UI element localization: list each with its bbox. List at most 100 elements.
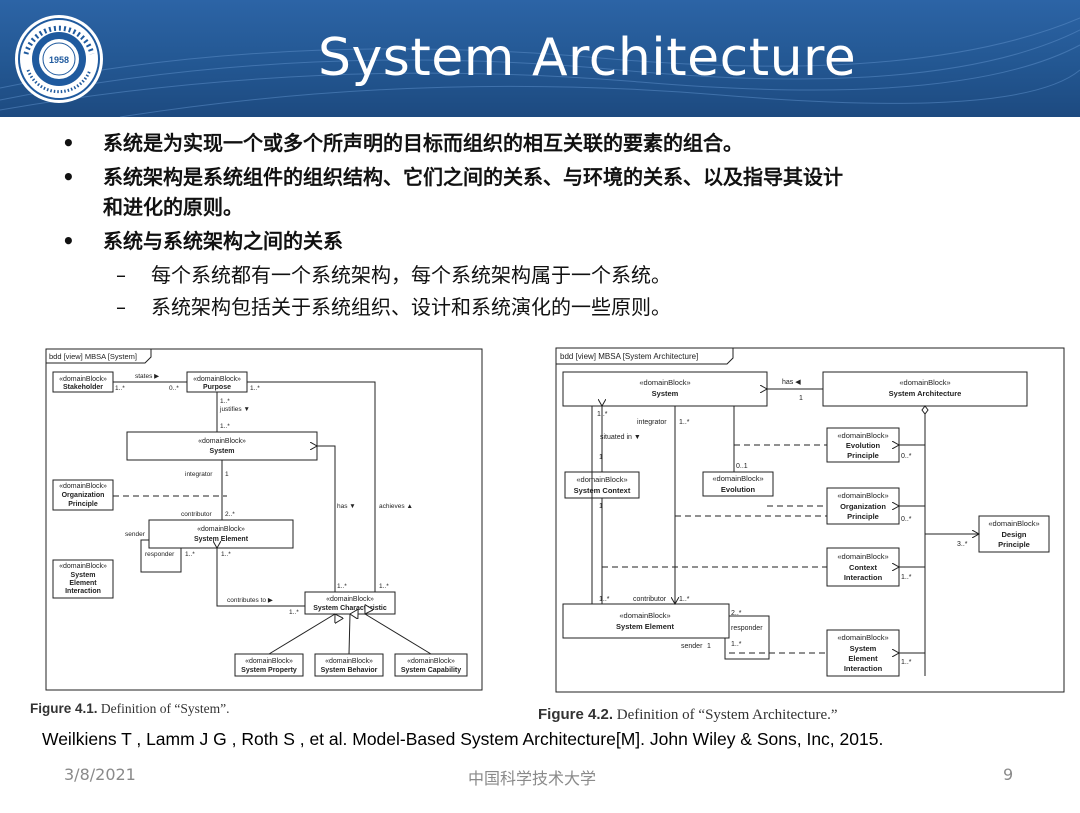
svg-text:Element: Element: [69, 580, 97, 587]
bullet-text: 系统与系统架构之间的关系: [103, 229, 343, 253]
bullet-text-line: 和进化的原则。: [103, 195, 243, 219]
svg-text:System Characteristic: System Characteristic: [313, 605, 387, 612]
footer-institution: 中国科学技术大学: [468, 769, 597, 788]
svg-text:Interaction: Interaction: [65, 588, 101, 595]
svg-text:0..1: 0..1: [736, 463, 748, 470]
svg-text:Principle: Principle: [847, 512, 879, 521]
svg-text:System Property: System Property: [241, 667, 297, 674]
sub-bullet-marker: –: [116, 295, 126, 319]
frame-label: bdd [view] MBSA [System Architecture]: [560, 352, 698, 361]
svg-text:1..*: 1..*: [220, 423, 230, 430]
caption-text: Definition of “System Architecture.”: [616, 707, 838, 723]
svg-text:1: 1: [707, 643, 711, 650]
svg-text:«domainBlock»: «domainBlock»: [837, 431, 888, 440]
svg-text:responder: responder: [145, 551, 175, 558]
svg-text:System: System: [210, 448, 235, 455]
slide-title: System Architecture: [318, 28, 857, 88]
system-element-interaction-block: [52, 559, 114, 599]
svg-text:1..*: 1..*: [599, 596, 610, 603]
figure-4-2-caption: Figure 4.2. Definition of “System Archit…: [538, 706, 838, 724]
bullet-list: • 系统是为实现一个或多个所声明的目标而组织的相互关联的要素的组合。 • 系统架…: [60, 128, 1060, 324]
svg-text:«domainBlock»: «domainBlock»: [988, 519, 1039, 528]
svg-text:1..*: 1..*: [731, 641, 742, 648]
system-element-block: [562, 603, 730, 639]
svg-text:1..*: 1..*: [901, 659, 912, 666]
svg-text:System: System: [652, 389, 679, 398]
reference-citation: Weilkiens T , Lamm J G , Roth S , et al.…: [42, 729, 884, 749]
system-architecture-block: [822, 371, 1028, 407]
svg-text:Purpose: Purpose: [203, 384, 231, 391]
evolution-block: [702, 471, 774, 497]
svg-text:System Element: System Element: [616, 622, 674, 631]
svg-text:Organization: Organization: [62, 492, 105, 499]
svg-text:1: 1: [799, 395, 803, 402]
svg-text:Interaction: Interaction: [844, 573, 883, 582]
svg-text:Evolution: Evolution: [846, 441, 881, 450]
bullet-marker: •: [62, 229, 75, 253]
svg-text:«domainBlock»: «domainBlock»: [59, 376, 107, 383]
svg-text:contributor: contributor: [633, 596, 667, 603]
svg-text:integrator: integrator: [185, 471, 213, 478]
svg-text:0..*: 0..*: [901, 516, 912, 523]
banner-decoration: [0, 17, 1080, 117]
svg-text:«domainBlock»: «domainBlock»: [899, 378, 950, 387]
svg-text:Evolution: Evolution: [721, 485, 756, 494]
svg-text:0..*: 0..*: [901, 453, 912, 460]
system-block: [562, 371, 768, 407]
svg-text:1..*: 1..*: [597, 411, 608, 418]
svg-text:1..*: 1..*: [185, 551, 195, 558]
svg-text:System: System: [850, 644, 877, 653]
svg-text:Design: Design: [1001, 530, 1026, 539]
svg-text:contributor: contributor: [181, 511, 213, 518]
svg-text:1: 1: [599, 454, 603, 461]
svg-text:«domainBlock»: «domainBlock»: [639, 378, 690, 387]
footer-date: 3/8/2021: [64, 765, 136, 784]
caption-label: Figure 4.2.: [538, 706, 614, 723]
svg-text:«domainBlock»: «domainBlock»: [407, 658, 455, 665]
bullet-text-line: 系统架构是系统组件的组织结构、它们之间的关系、与环境的关系、以及指导其设计: [103, 165, 843, 189]
svg-text:System Capability: System Capability: [401, 667, 461, 674]
svg-text:Principle: Principle: [998, 540, 1030, 549]
svg-text:«domainBlock»: «domainBlock»: [576, 475, 627, 484]
svg-text:1..*: 1..*: [901, 574, 912, 581]
svg-text:«domainBlock»: «domainBlock»: [325, 658, 373, 665]
figure-4-2-diagram: bdd [view] MBSA [System Architecture] «d…: [555, 346, 1067, 696]
svg-text:states ▶: states ▶: [135, 373, 160, 380]
svg-text:Element: Element: [848, 654, 878, 663]
bullet-text: 系统是为实现一个或多个所声明的目标而组织的相互关联的要素的组合。: [103, 131, 743, 155]
svg-text:«domainBlock»: «domainBlock»: [197, 526, 245, 533]
organization-principle-block: [826, 487, 900, 525]
design-principle-block: [978, 515, 1050, 553]
figure-4-1-caption: Figure 4.1. Definition of “System”.: [30, 701, 230, 717]
svg-text:Principle: Principle: [847, 451, 879, 460]
system-block: [126, 431, 318, 461]
svg-text:2..*: 2..*: [731, 610, 742, 617]
svg-text:1..*: 1..*: [379, 583, 389, 590]
svg-text:System Element: System Element: [194, 536, 249, 543]
title-banner: 1958 System Architecture: [0, 0, 1080, 117]
caption-text: Definition of “System”.: [100, 701, 230, 716]
svg-text:1..*: 1..*: [337, 583, 347, 590]
sub-bullet-text: 每个系统都有一个系统架构，每个系统架构属于一个系统。: [151, 263, 671, 287]
svg-text:achieves ▲: achieves ▲: [379, 503, 413, 510]
svg-text:«domainBlock»: «domainBlock»: [837, 552, 888, 561]
svg-text:responder: responder: [731, 625, 763, 632]
svg-text:1..*: 1..*: [115, 385, 125, 392]
svg-text:1: 1: [225, 471, 229, 478]
svg-text:3..*: 3..*: [957, 541, 968, 548]
bullet-item: • 系统与系统架构之间的关系: [60, 226, 1060, 256]
svg-text:contributes to ▶: contributes to ▶: [227, 597, 274, 604]
organization-principle-block: [52, 479, 114, 511]
svg-text:«domainBlock»: «domainBlock»: [59, 563, 107, 570]
svg-text:«domainBlock»: «domainBlock»: [245, 658, 293, 665]
svg-text:«domainBlock»: «domainBlock»: [712, 474, 763, 483]
svg-text:«domainBlock»: «domainBlock»: [326, 596, 374, 603]
svg-text:justifies ▼: justifies ▼: [219, 406, 250, 413]
bullet-marker: •: [62, 165, 75, 189]
svg-text:1..*: 1..*: [220, 398, 230, 405]
sub-bullet-marker: –: [116, 263, 126, 287]
svg-text:2..*: 2..*: [225, 511, 235, 518]
svg-text:«domainBlock»: «domainBlock»: [619, 611, 670, 620]
svg-text:Interaction: Interaction: [844, 664, 883, 673]
svg-text:«domainBlock»: «domainBlock»: [193, 376, 241, 383]
